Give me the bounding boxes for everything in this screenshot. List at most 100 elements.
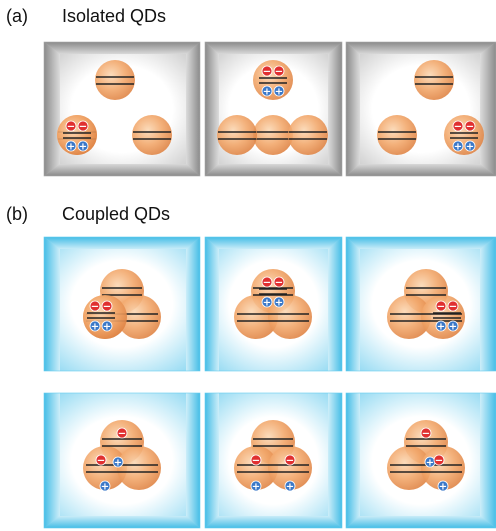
svg-text:−: − — [449, 302, 457, 313]
box-left-wall — [44, 42, 60, 176]
hole-charge-icon: + — [112, 456, 124, 469]
hole-charge-icon: + — [452, 140, 464, 153]
hole-charge-icon: + — [424, 456, 436, 469]
electron-charge-icon: − — [95, 454, 107, 467]
electron-charge-icon: − — [261, 65, 273, 78]
svg-text:−: − — [263, 278, 271, 289]
electron-charge-icon: − — [273, 65, 285, 78]
isolated-box-3 — [345, 41, 496, 177]
svg-text:−: − — [91, 302, 99, 313]
svg-text:−: − — [466, 122, 474, 133]
svg-text:−: − — [79, 122, 87, 133]
quantum-dot-icon — [117, 446, 161, 490]
box-outline — [43, 392, 201, 529]
panel-b-letter: (b) — [6, 204, 28, 224]
electron-charge-icon: − — [65, 120, 77, 133]
box-outline — [345, 392, 496, 529]
svg-text:−: − — [437, 302, 445, 313]
electron-charge-icon: − — [77, 120, 89, 133]
panel-a-letter: (a) — [6, 6, 28, 26]
svg-text:−: − — [454, 122, 462, 133]
hole-charge-icon: + — [65, 140, 77, 153]
quantum-dot-icon — [234, 446, 278, 490]
box-bottom-wall — [205, 516, 342, 528]
svg-text:−: − — [435, 456, 443, 467]
hole-charge-icon: + — [273, 296, 285, 309]
panel-a-title: Isolated QDs — [62, 6, 167, 26]
svg-text:+: + — [101, 482, 109, 493]
box-bottom-wall — [44, 164, 200, 176]
svg-text:+: + — [252, 482, 260, 493]
coupled-bottom-box-3 — [345, 392, 496, 529]
svg-text:+: + — [263, 87, 271, 98]
box-right-wall — [186, 42, 200, 176]
box-outline — [204, 392, 343, 529]
electron-charge-icon: − — [250, 454, 262, 467]
svg-text:+: + — [466, 142, 474, 153]
box-left-wall — [44, 237, 60, 371]
coupled-top-box-3 — [345, 236, 496, 372]
box-bottom-wall — [44, 516, 200, 528]
electron-charge-icon: − — [433, 454, 445, 467]
hole-charge-icon: + — [435, 320, 447, 333]
svg-text:+: + — [67, 142, 75, 153]
box-bottom-wall — [346, 164, 496, 176]
box-bottom-wall — [205, 164, 342, 176]
quantum-dot-icon — [377, 115, 417, 155]
hole-charge-icon: + — [89, 320, 101, 333]
hole-charge-icon: + — [437, 480, 449, 493]
box-bottom-wall — [346, 516, 496, 528]
quantum-dot-icon — [268, 446, 312, 490]
svg-text:+: + — [263, 298, 271, 309]
hole-charge-icon: + — [273, 85, 285, 98]
box-top-wall — [205, 42, 342, 54]
svg-text:+: + — [275, 87, 283, 98]
box-top-wall — [346, 237, 496, 249]
box-left-wall — [346, 42, 360, 176]
hole-charge-icon: + — [250, 480, 262, 493]
svg-text:+: + — [454, 142, 462, 153]
box-outline — [204, 41, 343, 177]
box-right-wall — [480, 237, 496, 371]
hole-charge-icon: + — [284, 480, 296, 493]
box-top-wall — [346, 42, 496, 54]
svg-text:−: − — [263, 67, 271, 78]
quantum-dot-icon — [57, 115, 97, 155]
electron-charge-icon: − — [261, 276, 273, 289]
box-right-wall — [328, 42, 342, 176]
box-left-wall — [205, 42, 219, 176]
box-top-wall — [205, 237, 342, 249]
svg-text:+: + — [426, 458, 434, 469]
box-left-wall — [346, 237, 360, 371]
box-top-wall — [44, 42, 200, 54]
hole-charge-icon: + — [261, 296, 273, 309]
quantum-dot-icon — [414, 60, 454, 100]
hole-charge-icon: + — [77, 140, 89, 153]
svg-text:−: − — [252, 456, 260, 467]
hole-charge-icon: + — [464, 140, 476, 153]
svg-text:−: − — [286, 456, 294, 467]
electron-charge-icon: − — [284, 454, 296, 467]
svg-text:−: − — [275, 278, 283, 289]
svg-text:+: + — [114, 458, 122, 469]
quantum-dot-icon — [387, 446, 431, 490]
electron-charge-icon: − — [89, 300, 101, 313]
hole-charge-icon: + — [101, 320, 113, 333]
box-outline — [345, 236, 496, 372]
svg-text:−: − — [97, 456, 105, 467]
quantum-dot-icon — [95, 60, 135, 100]
box-right-wall — [328, 393, 342, 528]
box-outline — [43, 41, 201, 177]
quantum-dot-icon — [132, 115, 172, 155]
box-left-wall — [346, 393, 360, 528]
box-top-wall — [44, 237, 200, 249]
svg-text:+: + — [286, 482, 294, 493]
panel-b-title: Coupled QDs — [62, 204, 171, 224]
quantum-dot-icon — [288, 115, 328, 155]
box-left-wall — [205, 237, 219, 371]
electron-charge-icon: − — [116, 427, 128, 440]
svg-text:+: + — [103, 322, 111, 333]
quantum-dot-icon — [217, 115, 257, 155]
box-right-wall — [186, 237, 200, 371]
